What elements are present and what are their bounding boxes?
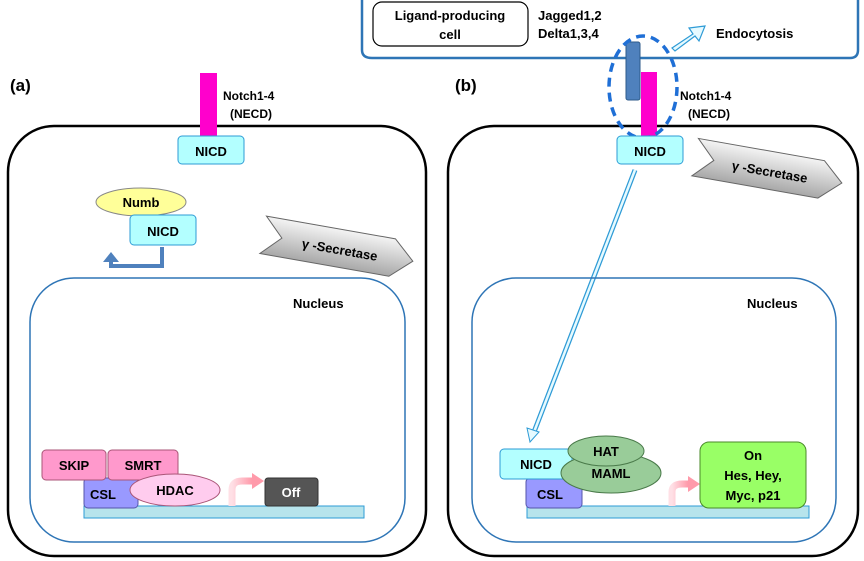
panel-a-nicd-membrane [177, 135, 245, 165]
panel-a-degradation-arrowhead [103, 252, 119, 262]
panel-a-hdac [129, 473, 221, 507]
hat [567, 435, 645, 467]
nicd-translocation-arrow [526, 169, 638, 444]
panel-b-nucleus-label: Nucleus [747, 296, 798, 311]
panel-a-csl-label: CSL [90, 487, 116, 502]
panel-a-dna [83, 505, 365, 519]
panel-a-degradation-arrow [109, 247, 164, 268]
panel-b-target-genes-line1: Hes, Hey, [724, 468, 782, 483]
endocytosis-label: Endocytosis [716, 26, 793, 41]
panel-a-transcription-arrowhead [252, 473, 264, 489]
panel-a-nicd-cytoplasm-label: NICD [147, 224, 179, 239]
panel-b-nicd-nucleus-label: NICD [520, 457, 552, 472]
panel-a-secretase: γ -Secretase [258, 215, 414, 277]
panel-b-on-label: On [744, 448, 762, 463]
panel-a-numb-label: Numb [123, 195, 160, 210]
panel-b-nicd-membrane [616, 135, 684, 165]
panel-a-skip-label: SKIP [59, 458, 90, 473]
ligand-cell-box [372, 1, 529, 47]
panel-b-label: (b) [455, 76, 477, 95]
panel-a: (a) Notch1-4 (NECD) NICD Numb NICD γ -Se… [6, 73, 428, 558]
hat-label: HAT [593, 444, 619, 459]
panel-b-notch-receptor [641, 72, 657, 138]
endocytosis-arrow [671, 25, 706, 52]
panel-a-skip [41, 449, 107, 481]
panel-b-nucleus [471, 277, 837, 543]
ligand-cell-label-line2: cell [439, 27, 461, 42]
panel-a-label: (a) [10, 76, 31, 95]
panel-a-smrt-label: SMRT [125, 458, 162, 473]
ligands-label-line1: Jagged1,2 [538, 8, 602, 23]
panel-a-nicd-membrane-label: NICD [195, 144, 227, 159]
panel-b-nicd-membrane-label: NICD [634, 144, 666, 159]
ligands-label-line2: Delta1,3,4 [538, 26, 599, 41]
panel-a-nucleus-label: Nucleus [293, 296, 344, 311]
ligand-cell-membrane [360, 0, 860, 60]
panel-b: (b) Ligand-producing cell Jagged1,2 Delt… [360, 0, 860, 558]
panel-b-notch-label: Notch1-4 [680, 89, 732, 103]
panel-b-csl-label: CSL [537, 487, 563, 502]
panel-a-transcription-arrow [228, 477, 252, 506]
panel-a-nicd-cytoplasm [129, 214, 197, 246]
maml-label: MAML [592, 466, 631, 481]
panel-b-target-genes-line2: Myc, p21 [726, 488, 781, 503]
panel-a-off-label: Off [282, 485, 301, 500]
panel-a-necd-label: (NECD) [230, 107, 272, 121]
panel-a-notch-label: Notch1-4 [223, 89, 275, 103]
panel-a-hdac-label: HDAC [156, 483, 194, 498]
panel-b-transcription-arrowhead [688, 476, 700, 492]
ligand-rod [625, 41, 641, 101]
panel-a-nucleus [29, 277, 406, 543]
panel-b-transcription-arrow [668, 480, 688, 506]
panel-a-off-box [264, 477, 319, 507]
panel-b-secretase: γ -Secretase [690, 137, 843, 199]
panel-a-notch-receptor [200, 73, 217, 137]
panel-b-dna [526, 505, 810, 519]
panel-b-necd-label: (NECD) [688, 107, 730, 121]
ligand-cell-label-line1: Ligand-producing [395, 8, 506, 23]
panel-b-on-box [699, 441, 807, 509]
